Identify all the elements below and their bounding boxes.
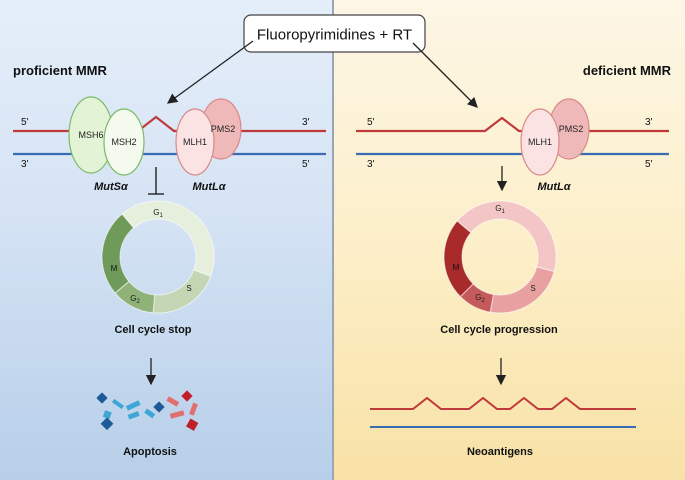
left-top-5prime: 5' (21, 117, 29, 128)
fragment (181, 390, 193, 402)
right-mutla-complex: MLH1 PMS2 (520, 98, 590, 176)
left-s-label: S (186, 284, 191, 293)
right-top-5prime: 5' (367, 117, 375, 128)
fragment (166, 396, 180, 407)
left-mutla-complex: MLH1 PMS2 (175, 98, 242, 176)
left-heading: proficient MMR (13, 63, 107, 78)
m-phase-segment (443, 220, 474, 298)
left-cycle-caption: Cell cycle stop (114, 324, 191, 336)
mutsa-label: MutSα (94, 181, 129, 193)
right-mlh1-protein (520, 108, 560, 176)
fragment (127, 411, 140, 420)
left-mlh1-protein (175, 108, 215, 176)
left-strand-top (13, 115, 326, 133)
proficient-panel (0, 0, 333, 480)
right-cell-cycle (443, 200, 557, 314)
left-mlh1-label: MLH1 (183, 137, 207, 147)
left-bottom-3prime: 3' (21, 159, 29, 170)
fragment (111, 398, 125, 410)
right-strand-top (356, 116, 669, 133)
trigger-box: Fluoropyrimidines + RT (243, 14, 426, 53)
fragment (144, 408, 156, 419)
right-bottom-3prime: 3' (367, 159, 375, 170)
right-dna: 5' 3' 3' 5' (356, 116, 669, 170)
arrow-to-proficient (166, 40, 254, 104)
fragment (189, 402, 198, 416)
left-g2-label: G2 (130, 294, 140, 305)
deficient-panel (333, 0, 685, 480)
fragment (102, 410, 112, 420)
inhibition-symbol (148, 167, 164, 195)
fragment (125, 400, 141, 411)
trigger-label: Fluoropyrimidines + RT (257, 27, 412, 44)
left-pms2-label: PMS2 (211, 124, 236, 134)
right-mlh1-label: MLH1 (528, 137, 552, 147)
left-top-3prime: 3' (302, 117, 310, 128)
fragment (169, 410, 185, 419)
s-phase-segment (489, 266, 555, 314)
right-heading: deficient MMR (583, 63, 672, 78)
g1-phase-segment (456, 200, 557, 273)
arrow-to-deficient (412, 42, 478, 108)
right-pms2-label: PMS2 (559, 124, 584, 134)
right-outcome: Neoantigens (467, 446, 533, 458)
s-phase-segment (152, 269, 212, 314)
right-cycle-caption: Cell cycle progression (440, 324, 558, 336)
right-s-label: S (530, 284, 535, 293)
left-bottom-5prime: 5' (302, 159, 310, 170)
right-g2-label: G2 (475, 293, 485, 304)
fragment (186, 418, 199, 431)
fragment (96, 392, 108, 404)
right-top-3prime: 3' (645, 117, 653, 128)
msh2-label: MSH2 (111, 137, 136, 147)
right-bottom-5prime: 5' (645, 159, 653, 170)
msh2-protein (103, 108, 145, 176)
m-phase-segment (101, 213, 135, 294)
fragment (100, 417, 114, 431)
left-dna: 5' 3' 3' 5' (13, 115, 326, 170)
dna-fragments (96, 390, 199, 431)
neoantigen-dna (370, 396, 636, 428)
fragment (153, 401, 165, 413)
msh6-label: MSH6 (78, 130, 103, 140)
mutsa-complex: MSH6 MSH2 (68, 96, 145, 176)
right-m-label: M (453, 263, 460, 272)
right-mutla-label: MutLα (537, 181, 571, 193)
right-g1-label: G1 (495, 204, 505, 215)
left-outcome: Apoptosis (123, 446, 177, 458)
g1-phase-segment (121, 200, 215, 277)
left-mutla-label: MutLα (192, 181, 226, 193)
neoantigen-strand-top (370, 396, 636, 410)
left-g1-label: G1 (153, 208, 163, 219)
left-m-label: M (111, 264, 118, 273)
left-cell-cycle (101, 200, 215, 314)
